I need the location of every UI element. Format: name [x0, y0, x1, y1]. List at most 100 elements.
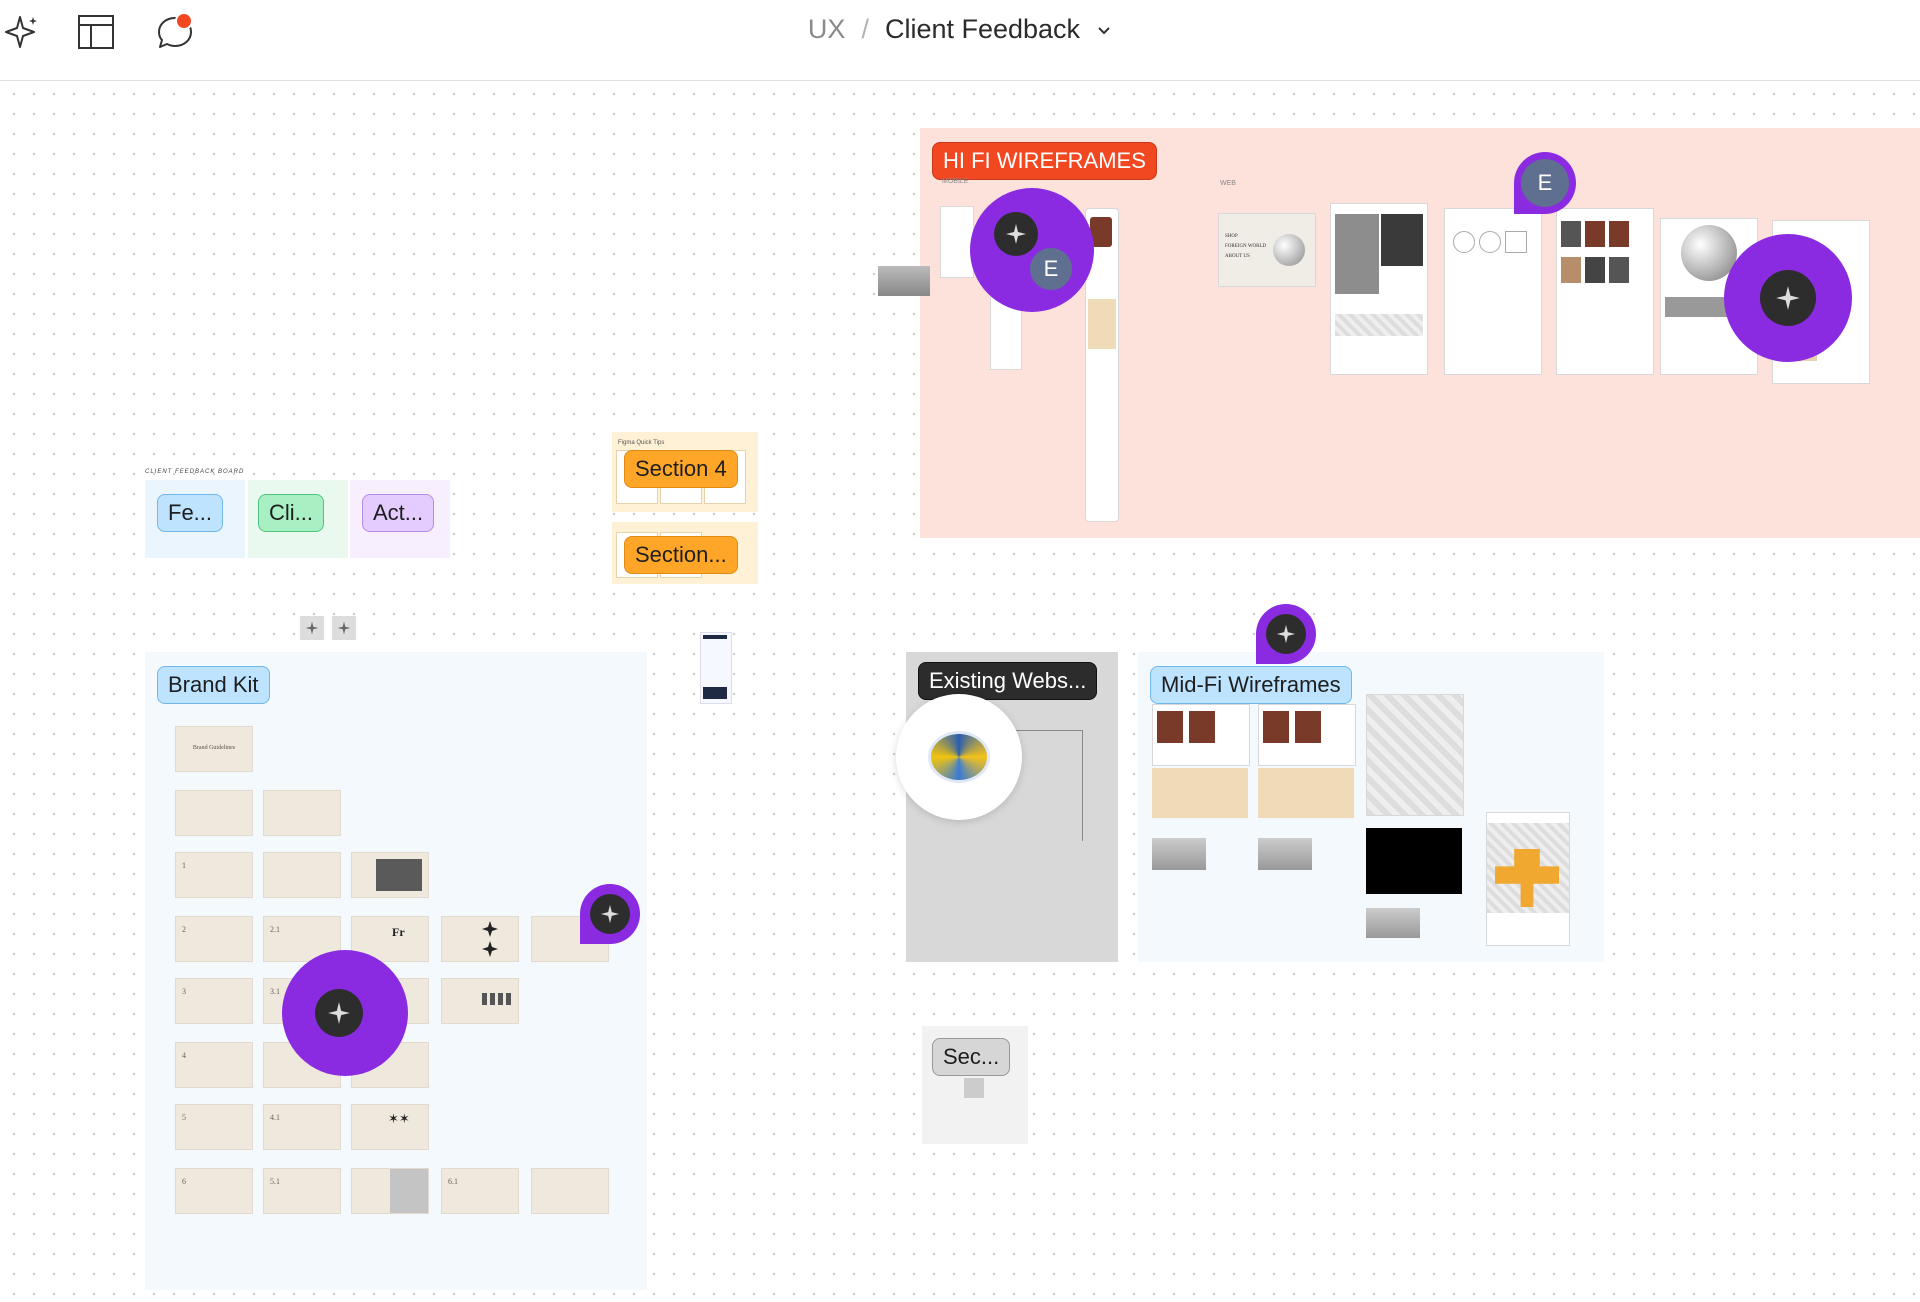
sticky-label[interactable]: Fe...: [157, 494, 224, 532]
profile-image: [928, 731, 990, 783]
mobile-frame[interactable]: [940, 206, 974, 278]
slide-thumbnail[interactable]: 6: [175, 1168, 253, 1214]
chevron-down-icon[interactable]: [1096, 22, 1112, 38]
section-label-brand-kit[interactable]: Brand Kit: [157, 666, 270, 704]
slide-title: Brand Guidelines: [192, 745, 236, 751]
sticky-column[interactable]: Fe...: [145, 480, 245, 558]
wireframe-frame[interactable]: [1152, 838, 1206, 870]
wireframe-frame[interactable]: [1152, 704, 1250, 766]
section-label-midfi[interactable]: Mid-Fi Wireframes: [1150, 666, 1352, 704]
site-menu-item: SHOP: [1225, 234, 1238, 239]
slide-thumbnail[interactable]: 1: [175, 852, 253, 898]
wireframe-frame[interactable]: [1152, 768, 1248, 818]
section-label-existing-website[interactable]: Existing Webs...: [918, 662, 1098, 700]
stars-glyph: ✶✶: [388, 1111, 410, 1126]
section-label-hifi[interactable]: HI FI WIREFRAMES: [932, 142, 1157, 180]
slide-number: 6: [182, 1177, 186, 1186]
user-avatar-e: E: [1521, 159, 1569, 207]
slide-thumbnail[interactable]: [441, 978, 519, 1024]
board-caption: CLIENT FEEDBACK BOARD: [145, 469, 245, 475]
site-menu-item: ABOUT US: [1225, 254, 1250, 259]
web-caption: WEB: [1220, 180, 1236, 187]
slide-thumbnail[interactable]: [175, 790, 253, 836]
wireframe-frame[interactable]: [1366, 908, 1420, 938]
collaborator-cursor[interactable]: [1256, 604, 1316, 664]
slide-thumbnail[interactable]: 5: [175, 1104, 253, 1150]
slide-thumbnail[interactable]: 3: [175, 978, 253, 1024]
section-midfi-wireframes[interactable]: Mid-Fi Wireframes: [1138, 652, 1604, 962]
logo-icon: [315, 989, 363, 1037]
breadcrumb-project[interactable]: UX: [807, 14, 846, 44]
slide-thumbnail[interactable]: [351, 1168, 429, 1214]
slide-number: 5.1: [270, 1177, 280, 1186]
layout-icon[interactable]: [76, 12, 116, 52]
slide-thumbnail[interactable]: 4.1: [263, 1104, 341, 1150]
slide-thumbnail[interactable]: 4: [175, 1042, 253, 1088]
section-other[interactable]: Section...: [612, 522, 758, 584]
web-frame-jewelry[interactable]: [1444, 208, 1542, 375]
slide-thumbnail[interactable]: [531, 1168, 609, 1214]
sticky-column[interactable]: Cli...: [248, 480, 348, 558]
logo-icon: [1266, 614, 1306, 654]
slide-number: 5: [182, 1113, 186, 1122]
sparkle-icon[interactable]: [0, 12, 40, 52]
slide-thumbnail[interactable]: 2.1: [263, 916, 341, 962]
slide-thumbnail[interactable]: [263, 790, 341, 836]
section-note: Figma Quick Tips: [618, 440, 665, 446]
mini-phone-frame[interactable]: [700, 632, 732, 704]
slide-number: 6.1: [448, 1177, 458, 1186]
slide-thumbnail[interactable]: [351, 852, 429, 898]
wireframe-frame[interactable]: [1486, 812, 1570, 946]
web-frame-shop[interactable]: [1556, 208, 1654, 375]
slide-thumbnail[interactable]: [263, 852, 341, 898]
collaborator-avatar[interactable]: [282, 950, 408, 1076]
wireframe-frame[interactable]: [1258, 838, 1312, 870]
sticky-label[interactable]: Cli...: [258, 494, 324, 532]
mobile-caption: MOBILE: [942, 178, 969, 185]
breadcrumb-separator: /: [861, 14, 869, 44]
comment-icon[interactable]: [155, 12, 195, 52]
wireframe-frame[interactable]: [1258, 704, 1356, 766]
collaborator-avatar[interactable]: E: [970, 188, 1094, 312]
slide-number: 4: [182, 1051, 186, 1060]
slide-thumbnail[interactable]: 5.1: [263, 1168, 341, 1214]
section-small[interactable]: Sec...: [922, 1026, 1028, 1144]
collaborator-cursor[interactable]: E: [1514, 152, 1576, 214]
slide-number: 3.1: [270, 987, 280, 996]
logo-icon: [1760, 270, 1816, 326]
logo-icon[interactable]: [332, 616, 356, 640]
slide-thumbnail[interactable]: [441, 916, 519, 962]
section-brand-kit[interactable]: Brand Kit Brand Guidelines 1 2 2.1 Fr 3 …: [145, 652, 647, 1290]
site-menu-item: FOREIGN WORLD: [1225, 244, 1267, 249]
web-frame-home[interactable]: SHOP FOREIGN WORLD ABOUT US: [1218, 213, 1316, 287]
file-title: UX / Client Feedback: [0, 14, 1920, 45]
user-avatar-e[interactable]: E: [1028, 246, 1074, 292]
glyph-sample: Fr: [392, 925, 405, 939]
section-label-other[interactable]: Section...: [624, 536, 738, 574]
collaborator-cursor[interactable]: [580, 884, 640, 944]
slide-thumbnail[interactable]: ✶✶: [351, 1104, 429, 1150]
slide-number: 2: [182, 925, 186, 934]
sticky-label[interactable]: Act...: [362, 494, 435, 532]
logo-icon[interactable]: [300, 616, 324, 640]
slide-thumbnail[interactable]: 6.1: [441, 1168, 519, 1214]
sticky-column[interactable]: Act...: [350, 480, 450, 558]
file-name[interactable]: Client Feedback: [884, 14, 1081, 44]
collaborator-avatar[interactable]: [1724, 234, 1852, 362]
slide-number: 2.1: [270, 925, 280, 934]
slide-thumbnail[interactable]: Brand Guidelines: [175, 726, 253, 772]
logo-icon: [994, 212, 1038, 256]
wireframe-frame[interactable]: [1366, 828, 1462, 894]
slide-number: 4.1: [270, 1113, 280, 1122]
top-toolbar: UX / Client Feedback: [0, 0, 1920, 81]
user-avatar-circle[interactable]: [896, 694, 1022, 820]
web-frame-products[interactable]: [1330, 203, 1428, 375]
slide-number: 3: [182, 987, 186, 996]
section-4[interactable]: Figma Quick Tips Section 4: [612, 432, 758, 512]
section-label-small[interactable]: Sec...: [932, 1038, 1011, 1076]
wireframe-frame[interactable]: [1258, 768, 1354, 818]
slide-thumbnail[interactable]: 2: [175, 916, 253, 962]
section-label-4[interactable]: Section 4: [624, 450, 738, 488]
wireframe-frame[interactable]: [1366, 694, 1464, 816]
frame-thumbnail[interactable]: [878, 266, 930, 296]
